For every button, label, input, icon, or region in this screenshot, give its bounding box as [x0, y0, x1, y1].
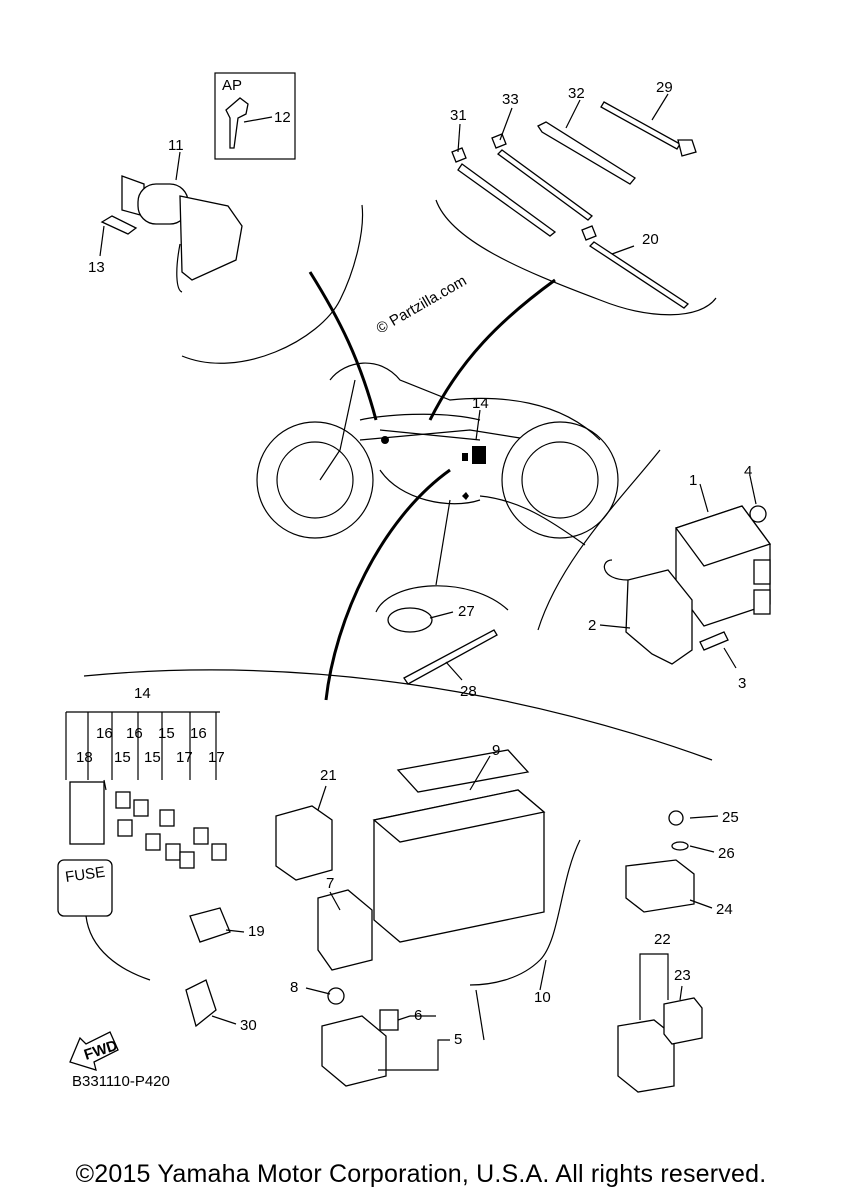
fwd-arrow-icon: [69, 1031, 119, 1071]
bolt-8-icon: [327, 987, 345, 1005]
cable-tie-28-icon: [403, 629, 498, 685]
label-4: 4: [744, 463, 752, 480]
label-12: 12: [274, 109, 291, 126]
label-17a: 17: [176, 749, 193, 766]
clamp-icon: [387, 607, 433, 633]
pointer-clamp: [435, 499, 451, 586]
label-30: 30: [240, 1017, 257, 1034]
label-28: 28: [460, 683, 477, 700]
holder-30-icon: [185, 979, 217, 1028]
pointer-ecu: [479, 495, 586, 546]
relay-22-icon: [617, 1019, 675, 1093]
label-18: 18: [76, 749, 93, 766]
fwd-label: FWD: [82, 1037, 120, 1064]
label-6: 6: [414, 1007, 422, 1024]
label-22: 22: [654, 931, 671, 948]
motorcycle-outline: [256, 362, 619, 539]
starter-relay-assembly-icon: [321, 1009, 399, 1087]
fuse-box-icon: [57, 781, 151, 981]
label-10: 10: [534, 989, 551, 1006]
leader-lines: [99, 93, 757, 1071]
fuse-bracket-lines: [65, 711, 220, 780]
label-14-fuse: 14: [134, 685, 151, 702]
connector-24-icon: [625, 859, 695, 913]
label-15c: 15: [158, 725, 175, 742]
label-1: 1: [689, 472, 697, 489]
ap-key-box: [214, 72, 296, 160]
label-23: 23: [674, 967, 691, 984]
label-ap: AP: [222, 77, 242, 94]
relay-23-icon: [663, 997, 703, 1045]
diagram-code: B331110-P420: [72, 1073, 170, 1090]
label-9: 9: [492, 742, 500, 759]
label-21: 21: [320, 767, 337, 784]
key-icon: [225, 97, 249, 149]
label-3: 3: [738, 675, 746, 692]
pointer-ties: [428, 278, 556, 421]
relay-icon: [275, 805, 333, 881]
label-26: 26: [718, 845, 735, 862]
battery-lead-icon: [469, 839, 581, 986]
region-outline-lower: [83, 669, 713, 761]
label-32: 32: [568, 85, 585, 102]
label-14-top: 14: [472, 395, 489, 412]
washer-26-icon: [671, 841, 689, 851]
starter-relay-icon: [317, 889, 373, 971]
label-27: 27: [458, 603, 475, 620]
label-19: 19: [248, 923, 265, 940]
label-11: 11: [168, 137, 184, 154]
label-31: 31: [450, 107, 467, 124]
bolt-icon: [699, 631, 729, 651]
ignition-switch-icon: [100, 175, 243, 293]
nut-icon: [749, 505, 767, 523]
label-29: 29: [656, 79, 673, 96]
watermark: © Partzilla.com: [374, 272, 470, 337]
label-2: 2: [588, 617, 596, 634]
fuses-icon: [115, 791, 227, 869]
copyright-notice: ©2015 Yamaha Motor Corporation, U.S.A. A…: [75, 1160, 767, 1188]
label-33: 33: [502, 91, 519, 108]
bracket-hook: [603, 559, 629, 581]
label-24: 24: [716, 901, 733, 918]
label-16a: 16: [96, 725, 113, 742]
pointer-lower: [324, 468, 451, 701]
label-13: 13: [88, 259, 105, 276]
region-outline-ties: [435, 199, 717, 316]
label-15b: 15: [144, 749, 161, 766]
pointer-ignition: [308, 271, 378, 421]
label-15a: 15: [114, 749, 131, 766]
label-16c: 16: [190, 725, 207, 742]
screw-25-icon: [668, 810, 684, 826]
label-8: 8: [290, 979, 298, 996]
label-16b: 16: [126, 725, 143, 742]
label-25: 25: [722, 809, 739, 826]
battery-icon: [372, 749, 546, 943]
holder-19-icon: [189, 907, 231, 943]
region-outline-ecu: [537, 449, 661, 631]
label-5: 5: [454, 1031, 462, 1048]
label-17b: 17: [208, 749, 225, 766]
region-outline-clamp: [375, 585, 509, 613]
cable-ties-icon: [451, 101, 697, 309]
ground-lead-icon: [475, 989, 485, 1041]
label-7: 7: [326, 875, 334, 892]
label-20: 20: [642, 231, 659, 248]
bracket-icon: [625, 569, 693, 665]
fuse-label: FUSE: [64, 864, 106, 886]
